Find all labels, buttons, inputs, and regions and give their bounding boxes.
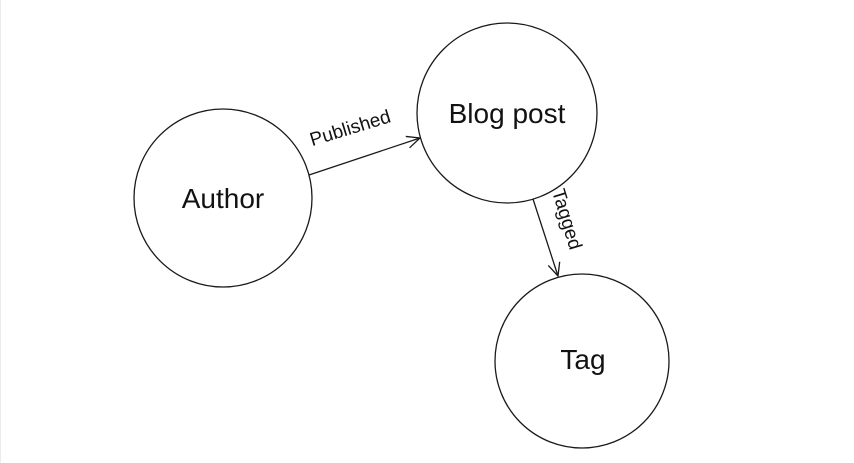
edge-published-line[interactable] bbox=[308, 135, 422, 176]
edge-label-tagged: Tagged bbox=[547, 187, 585, 253]
node-label-blog-post: Blog post bbox=[449, 98, 566, 129]
node-author-circle[interactable] bbox=[133, 108, 313, 288]
node-blog-post-circle[interactable] bbox=[416, 22, 598, 204]
node-tag-circle[interactable] bbox=[494, 273, 670, 449]
node-label-tag: Tag bbox=[560, 344, 605, 375]
edge-tagged-line[interactable] bbox=[532, 198, 561, 278]
node-blog-post[interactable]: Blog post bbox=[416, 22, 598, 204]
node-tag[interactable]: Tag bbox=[494, 273, 670, 449]
edge-label-published: Published bbox=[307, 106, 393, 150]
edge-tagged[interactable]: Tagged bbox=[532, 187, 585, 278]
node-label-author: Author bbox=[182, 183, 265, 214]
node-author[interactable]: Author bbox=[133, 108, 313, 288]
edge-published[interactable]: Published bbox=[307, 106, 422, 176]
